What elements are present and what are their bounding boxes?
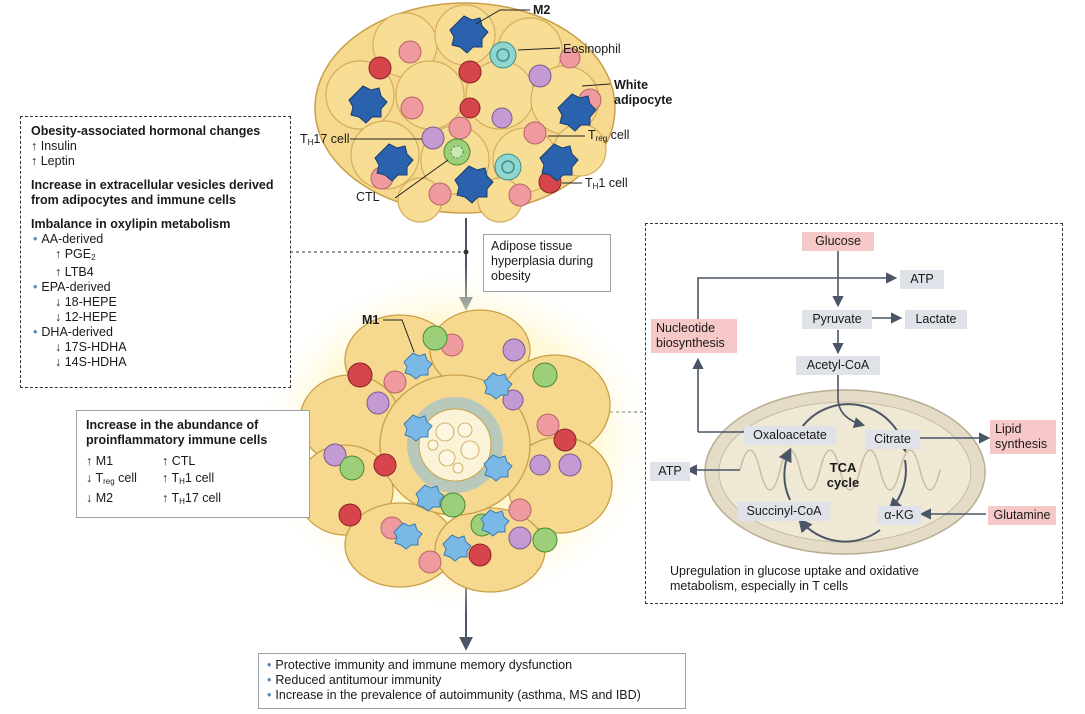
abundance-title-1: Increase in the abundance of	[86, 418, 259, 432]
obese-adipose-tissue	[250, 265, 660, 615]
vesicles-title-line1: Increase in extracellular vesicles deriv…	[31, 178, 274, 192]
hyperplasia-box: Adipose tissue hyperplasia during obesit…	[483, 234, 611, 292]
oxylipin-title: Imbalance in oxylipin metabolism	[31, 217, 231, 231]
aa-derived: AA-derived	[31, 232, 280, 247]
lactate-box: Lactate	[905, 310, 967, 329]
hyperplasia-line3: obesity	[491, 269, 531, 283]
th17-label: TH17 cell	[300, 132, 350, 147]
citrate-box: Citrate	[865, 430, 920, 449]
th1-label: TH1 cell	[585, 176, 628, 191]
dha-derived: DHA-derived	[31, 325, 280, 340]
outcome-item: Protective immunity and immune memory dy…	[267, 658, 677, 673]
hepe12-item: ↓ 12-HEPE	[55, 310, 117, 324]
eosinophil-label: Eosinophil	[563, 42, 621, 56]
hdha17-item: ↓ 17S-HDHA	[55, 340, 127, 354]
vesicles-title-line2: from adipocytes and immune cells	[31, 193, 236, 207]
hyperplasia-line2: hyperplasia during	[491, 254, 594, 268]
ctl-up: ↑ CTL	[162, 454, 196, 468]
epa-derived: EPA-derived	[31, 280, 280, 295]
top-immune-cells	[348, 15, 602, 207]
m1-up: ↑ M1	[86, 454, 114, 468]
atp-top-box: ATP	[900, 270, 944, 289]
hepe18-item: ↓ 18-HEPE	[55, 295, 117, 309]
acetyl-coa-box: Acetyl-CoA	[796, 356, 880, 375]
abundance-box: Increase in the abundance of proinflamma…	[76, 410, 310, 518]
glutamine-box: Glutamine	[988, 506, 1056, 525]
white-adipocyte-label-2: adipocyte	[614, 93, 673, 107]
leptin-item: ↑ Leptin	[31, 154, 75, 168]
succinyl-coa-box: Succinyl-CoA	[738, 502, 830, 521]
insulin-item: ↑ Insulin	[31, 139, 77, 153]
hormonal-title: Obesity-associated hormonal changes	[31, 124, 261, 138]
metabolism-caption: Upregulation in glucose uptake and oxida…	[670, 564, 919, 593]
outcomes-box: Protective immunity and immune memory dy…	[258, 653, 686, 709]
ltb4-item: ↑ LTB4	[55, 265, 94, 279]
pge2-item: ↑ PGE2	[55, 247, 96, 262]
treg-label: Treg cell	[588, 128, 630, 143]
ctl-label: CTL	[356, 190, 380, 204]
obesity-factors-box: Obesity-associated hormonal changes ↑ In…	[20, 116, 291, 388]
m2-down: ↓ M2	[86, 491, 114, 505]
hdha14-item: ↓ 14S-HDHA	[55, 355, 127, 369]
oxaloacetate-box: Oxaloacetate	[744, 426, 836, 445]
hyperplasia-line1: Adipose tissue	[491, 239, 573, 253]
outcome-item: Reduced antitumour immunity	[267, 673, 677, 688]
lean-adipose-tissue	[314, 2, 616, 223]
glucose-box: Glucose	[802, 232, 874, 251]
outcome-item: Increase in the prevalence of autoimmuni…	[267, 688, 677, 703]
white-adipocyte-label-1: White	[614, 78, 649, 92]
m1-label: M1	[362, 313, 380, 327]
th17-up: ↑ TH17 cell	[162, 491, 222, 506]
akg-box: α-KG	[877, 506, 921, 525]
atp-left-box: ATP	[650, 462, 690, 481]
pyruvate-box: Pyruvate	[802, 310, 872, 329]
bottom-immune-cells	[323, 325, 582, 574]
th1-up: ↑ TH1 cell	[162, 471, 215, 486]
abundance-title-2: proinflammatory immune cells	[86, 433, 268, 447]
treg-down: ↓ Treg cell	[86, 471, 137, 486]
m2-label: M2	[533, 3, 551, 17]
metabolism-panel	[645, 223, 1063, 604]
